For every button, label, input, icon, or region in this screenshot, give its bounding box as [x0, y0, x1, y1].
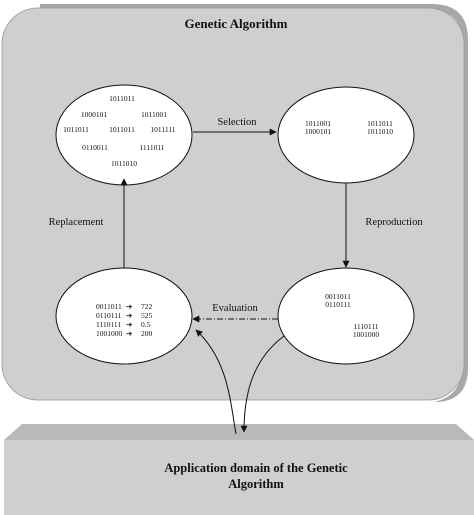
offspring-strings: 0011011 0110111 1110111 1001000 — [325, 292, 379, 339]
population-string: 1000101 — [81, 110, 108, 119]
replacement-label: Replacement — [49, 217, 104, 228]
population-string: 1011011 — [109, 125, 135, 134]
selected-string: 1000101 — [305, 127, 332, 136]
selected-strings: 1011001 1000101 1011011 1011010 — [305, 119, 393, 136]
selection-label: Selection — [217, 117, 257, 128]
evaluation-row: 1001000 ➔ 200 — [96, 329, 153, 338]
arrow-right-icon: ➔ — [126, 311, 133, 320]
population-strings: 1011011 1000101 1011001 1011011 1011011 … — [63, 94, 176, 168]
evaluation-table: 0011011 ➔ 722 0110111 ➔ 525 1110111 ➔ 0.… — [96, 302, 153, 338]
reproduction-label: Reproduction — [365, 217, 423, 228]
domain-to-evaluation-curve — [195, 329, 237, 435]
application-domain-line1: Application domain of the Genetic — [164, 461, 348, 475]
evaluation-bits: 1001000 — [96, 329, 123, 338]
arrow-right-icon: ➔ — [126, 302, 133, 311]
arrow-right-icon: ➔ — [126, 320, 133, 329]
evaluation-ellipse — [55, 267, 193, 365]
population-string: 0110011 — [82, 143, 108, 152]
offspring-string: 0011011 — [325, 292, 351, 301]
evaluation-bits: 0110111 — [96, 311, 122, 320]
application-domain-line2: Algorithm — [228, 477, 284, 491]
evaluation-row: 0011011 ➔ 722 — [96, 302, 153, 311]
evaluation-fitness: 525 — [141, 311, 153, 320]
slab-front-face — [4, 440, 474, 515]
diagram-title: Genetic Algorithm — [185, 16, 288, 31]
selected-string: 1011011 — [367, 119, 393, 128]
population-string: 1011011 — [109, 94, 135, 103]
evaluation-fitness: 200 — [141, 329, 153, 338]
slab-top-face — [4, 424, 474, 440]
arrow-right-icon: ➔ — [126, 329, 133, 338]
offspring-string: 1001000 — [353, 330, 380, 339]
population-string: 1011001 — [141, 110, 167, 119]
population-string: 1011011 — [63, 125, 89, 134]
offspring-ellipse — [277, 267, 415, 365]
selected-string: 1011010 — [367, 127, 393, 136]
evaluation-bits: 0011011 — [96, 302, 122, 311]
evaluation-bits: 1110111 — [96, 320, 121, 329]
offspring-string: 0110111 — [325, 300, 351, 309]
offspring-to-domain-curve — [240, 335, 285, 433]
population-string: 1011010 — [111, 159, 137, 168]
population-string: 1011111 — [150, 125, 175, 134]
population-string: 1111011 — [139, 143, 164, 152]
evaluation-label: Evaluation — [212, 303, 258, 314]
evaluation-fitness: 722 — [141, 302, 153, 311]
evaluation-row: 1110111 ➔ 0.5 — [96, 320, 151, 329]
offspring-string: 1110111 — [353, 322, 378, 331]
selected-ellipse — [277, 86, 415, 184]
selected-string: 1011001 — [305, 119, 331, 128]
application-domain-slab — [4, 424, 474, 515]
evaluation-row: 0110111 ➔ 525 — [96, 311, 153, 320]
evaluation-fitness: 0.5 — [141, 320, 151, 329]
